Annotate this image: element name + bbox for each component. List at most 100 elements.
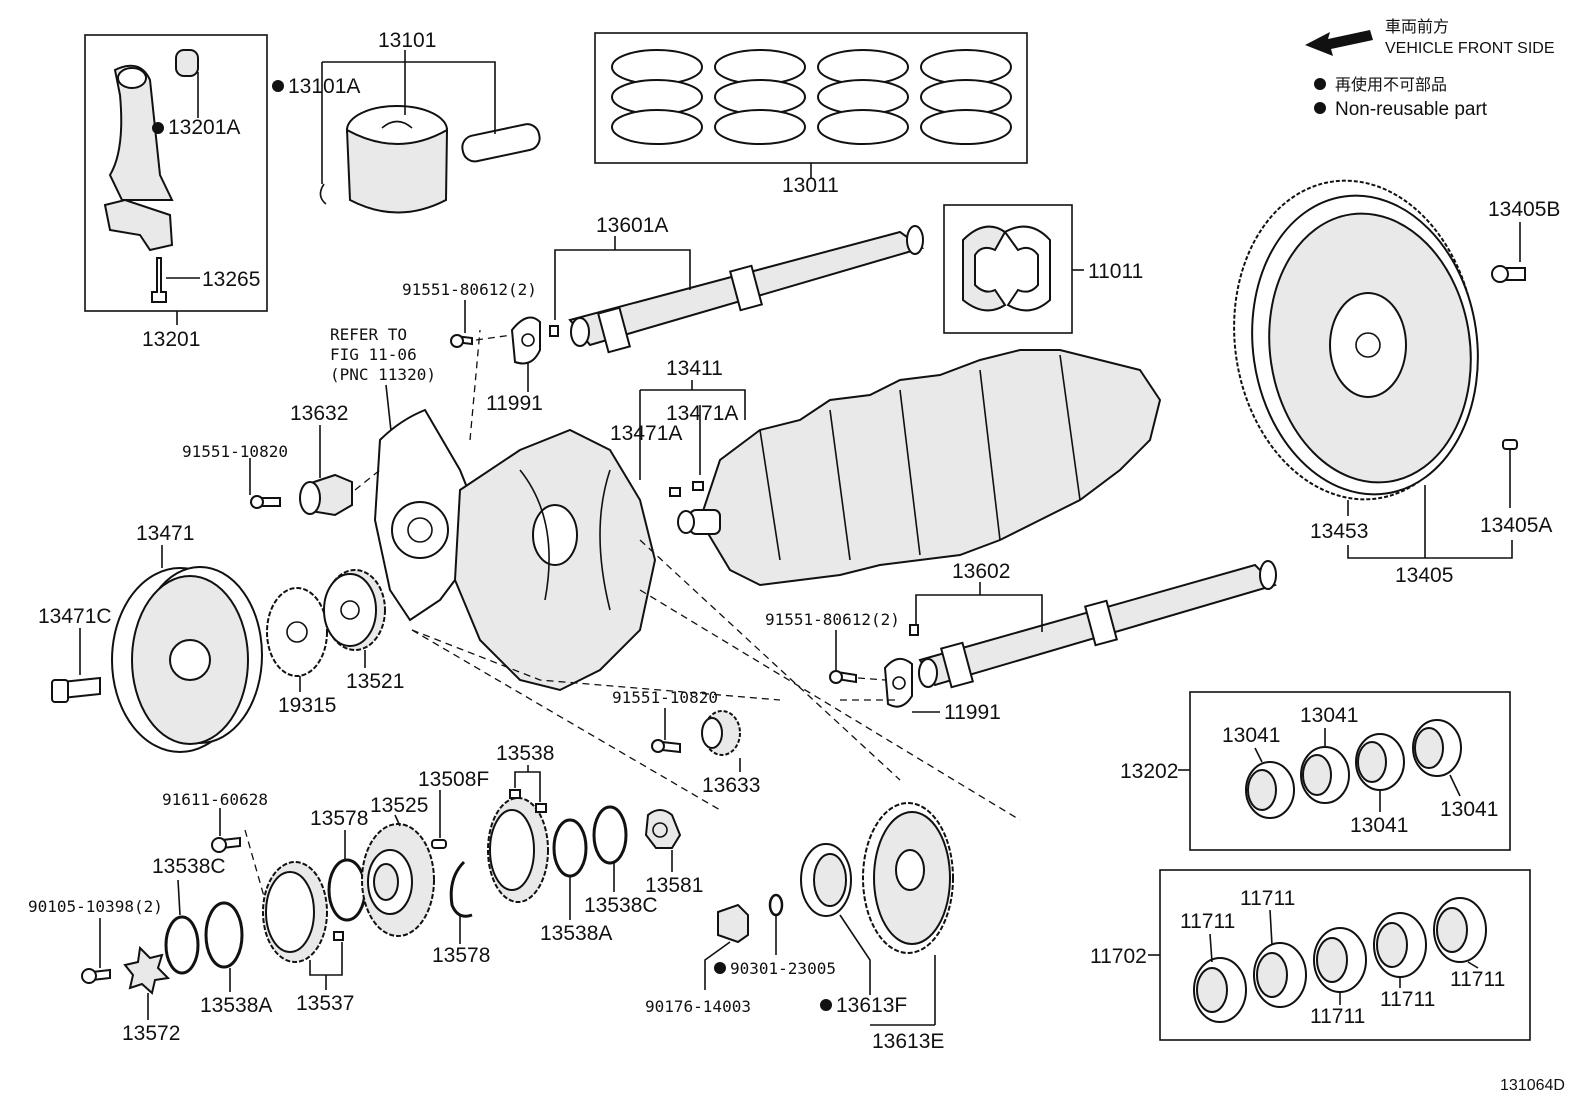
connecting-rod-icon [108, 64, 174, 201]
piston-pin-icon [461, 123, 541, 163]
sprocket-icon [266, 587, 328, 677]
conrod-box [84, 34, 268, 312]
label-13453: 13453 [1310, 520, 1368, 543]
refer-note-line1: REFER TO [330, 325, 407, 344]
piston-group: 13101 13101A [272, 29, 541, 214]
snap-ring-icon [164, 915, 200, 975]
bearing-icon [1245, 761, 1295, 819]
gear-13633-group: 13633 91551-10820 [612, 688, 760, 797]
gear-13521-group: 13521 [323, 569, 404, 693]
bushing-icon [175, 49, 199, 77]
label-11711-e: 11711 [1450, 968, 1505, 991]
idler-shaft-icon [644, 809, 682, 849]
nonreuse-dot-icon [152, 122, 164, 134]
label-91551-10820-mid: 91551-10820 [612, 688, 718, 707]
label-13405A: 13405A [1480, 514, 1552, 537]
ring-set-icon [920, 49, 1012, 145]
sprocket-19315-group: 19315 [266, 587, 336, 717]
plug-icon [717, 903, 749, 944]
label-13601A: 13601A [596, 214, 668, 237]
label-13202: 13202 [1120, 760, 1178, 783]
dowel-pin-icon [1502, 439, 1518, 450]
label-13041-c: 13041 [1350, 814, 1408, 837]
snap-ring-icon [319, 183, 327, 205]
label-13201: 13201 [142, 328, 200, 351]
thrust-washer-group: 11011 [943, 204, 1143, 334]
ring-set-icon [611, 49, 703, 145]
nonreuse-dot-icon [820, 999, 832, 1011]
bearing-icon [1433, 897, 1487, 963]
balance-shaft-lower: 13602 [909, 560, 1277, 689]
nonreuse-dot-icon [1314, 102, 1326, 114]
label-13572: 13572 [122, 1022, 180, 1045]
balance-shaft-upper: 13601A [549, 214, 925, 354]
front-arrow-icon [1305, 30, 1373, 56]
bearing-icon [1313, 927, 1367, 993]
bearing-icon [1373, 912, 1427, 978]
label-13613F: 13613F [836, 994, 907, 1017]
label-13041-b: 13041 [1300, 704, 1358, 727]
label-13011: 13011 [782, 174, 839, 197]
assembly-lines [244, 329, 1021, 901]
label-13508F: 13508F [418, 768, 489, 791]
thrust-washer-icon [962, 225, 1007, 312]
refer-note: REFER TO FIG 11-06 (PNC 11320) [330, 325, 436, 441]
ring-set-icon [714, 49, 806, 145]
label-13201A: 13201A [168, 116, 240, 139]
label-90105-10398: 90105-10398(2) [28, 897, 163, 916]
nonreuse-dot-icon [272, 80, 284, 92]
label-13471A-b: 13471A [666, 402, 738, 425]
label-90176-14003: 90176-14003 [645, 997, 751, 1016]
label-13471: 13471 [136, 522, 194, 545]
refer-note-line3: (PNC 11320) [330, 365, 436, 384]
snap-ring-icon [449, 860, 473, 918]
plate-lower-group: 11991 91551-80612(2) [765, 610, 1001, 724]
flywheel: 13405B 13405A 13453 13405 [1233, 179, 1560, 587]
timing-housing [373, 408, 657, 692]
rod-bolt-icon [151, 257, 167, 303]
rod-cap-icon [103, 198, 174, 252]
piston-rings-group: 13011 [594, 32, 1028, 197]
label-13632: 13632 [290, 402, 348, 425]
key-icon [431, 839, 447, 849]
pin-icon [535, 803, 547, 813]
label-13602: 13602 [952, 560, 1010, 583]
label-13538A-a: 13538A [200, 994, 272, 1017]
label-13538: 13538 [496, 742, 554, 765]
bearing-icon [1253, 942, 1307, 1008]
label-13471C: 13471C [38, 605, 112, 628]
label-91551-80612-top: 91551-80612(2) [402, 280, 537, 299]
label-13538A-b: 13538A [540, 922, 612, 945]
label-13538C-a: 13538C [152, 855, 226, 878]
snap-ring-icon [592, 805, 628, 865]
label-91551-10820-left: 91551-10820 [182, 442, 288, 461]
plate-upper-group: 11991 91551-80612(2) [402, 280, 543, 415]
thrust-box [943, 204, 1073, 334]
label-11711-a: 11711 [1180, 910, 1235, 933]
wave-washer-icon [204, 901, 244, 969]
nonreuse-dot-icon [1314, 78, 1326, 90]
connecting-rod-group: 13201A 13265 13201 [84, 34, 268, 351]
label-11702: 11702 [1090, 945, 1147, 968]
wave-washer-icon [552, 818, 588, 878]
label-13633: 13633 [702, 774, 760, 797]
label-13411: 13411 [666, 357, 723, 380]
legend-front-en: VEHICLE FRONT SIDE [1385, 40, 1555, 57]
pin-icon [509, 789, 521, 799]
label-11991-top: 11991 [486, 392, 543, 415]
legend-nonreuse-en: Non-reusable part [1335, 99, 1488, 120]
label-11011: 11011 [1088, 260, 1143, 283]
seal-gear-group: 90176-14003 90301-23005 13613F 13613E [645, 802, 954, 1053]
label-13537: 13537 [296, 992, 354, 1015]
bolt-icon [261, 497, 281, 507]
snap-ring-icon [327, 858, 367, 922]
conrod-bearing-box [1189, 691, 1511, 851]
crank-pulley-group: 13471 13471C [38, 522, 263, 753]
main-bearing-group: 11702 11711 11711 11711 11711 11711 [1090, 869, 1531, 1041]
label-91551-80612-mid: 91551-80612(2) [765, 610, 900, 629]
label-13101A: 13101A [288, 75, 360, 98]
label-13101: 13101 [378, 29, 436, 52]
ring-set-icon [817, 49, 909, 145]
key-icon [669, 487, 681, 497]
